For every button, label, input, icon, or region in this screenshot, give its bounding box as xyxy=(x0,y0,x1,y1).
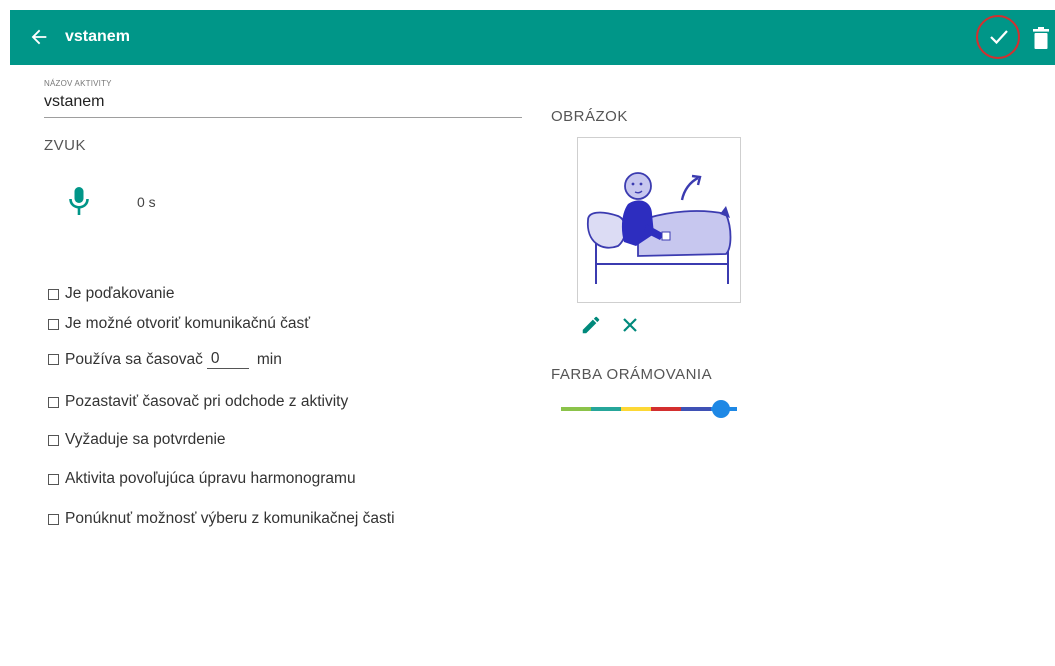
microphone-icon[interactable] xyxy=(68,186,90,216)
timer-unit-label: min xyxy=(256,350,282,368)
checkbox-row-offer-choice: Ponúknuť možnosť výberu z komunikačnej č… xyxy=(48,510,395,528)
app-bar: vstanem xyxy=(10,10,1055,65)
pencil-icon[interactable] xyxy=(580,314,602,336)
checkbox-row-thanks: Je poďakovanie xyxy=(48,285,175,303)
checkbox[interactable] xyxy=(48,396,59,408)
checkbox-label: Používa sa časovač xyxy=(65,350,203,368)
confirm-button[interactable] xyxy=(976,15,1020,59)
checkmark-icon xyxy=(990,30,1008,45)
border-color-label: FARBA ORÁMOVANIA xyxy=(551,366,713,383)
checkbox[interactable] xyxy=(48,318,59,330)
trash-icon[interactable] xyxy=(1033,27,1049,49)
checkbox-label: Aktivita povoľujúca úpravu harmonogramu xyxy=(65,470,356,487)
checkbox-label: Pozastaviť časovač pri odchode z aktivit… xyxy=(65,393,349,410)
checkbox[interactable] xyxy=(48,354,59,365)
checkbox-row-schedule-edit: Aktivita povoľujúca úpravu harmonogramu xyxy=(48,470,356,488)
activity-image-frame[interactable] xyxy=(577,137,741,303)
border-color-slider[interactable] xyxy=(561,398,737,420)
checkbox-row-requires-confirmation: Vyžaduje sa potvrdenie xyxy=(48,431,226,449)
activity-name-underline xyxy=(44,117,522,118)
image-section-label: OBRÁZOK xyxy=(551,108,628,125)
checkbox[interactable] xyxy=(48,473,59,485)
activity-name-label: NÁZOV AKTIVITY xyxy=(44,79,112,88)
checkbox[interactable] xyxy=(48,434,59,446)
checkbox[interactable] xyxy=(48,513,59,525)
checkbox-row-timer: Používa sa časovač 0 min xyxy=(48,350,282,369)
slider-thumb[interactable] xyxy=(712,400,730,418)
activity-name-input[interactable]: vstanem xyxy=(44,93,105,110)
checkbox-label: Je možné otvoriť komunikačnú časť xyxy=(65,315,311,332)
close-icon[interactable] xyxy=(620,315,640,335)
sound-duration: 0 s xyxy=(137,194,156,210)
person-getting-up-illustration xyxy=(587,172,732,284)
checkbox-row-pause-timer: Pozastaviť časovač pri odchode z aktivit… xyxy=(48,393,348,411)
checkbox-label: Je poďakovanie xyxy=(65,285,175,302)
checkbox-label: Ponúknuť možnosť výberu z komunikačnej č… xyxy=(65,510,395,527)
page-title: vstanem xyxy=(65,28,130,45)
checkbox[interactable] xyxy=(48,288,59,300)
timer-minutes-input[interactable]: 0 xyxy=(206,350,249,369)
back-arrow-icon[interactable] xyxy=(28,26,50,48)
sound-section-label: ZVUK xyxy=(44,137,87,154)
checkbox-row-open-communication: Je možné otvoriť komunikačnú časť xyxy=(48,315,310,333)
checkbox-label: Vyžaduje sa potvrdenie xyxy=(65,431,226,448)
